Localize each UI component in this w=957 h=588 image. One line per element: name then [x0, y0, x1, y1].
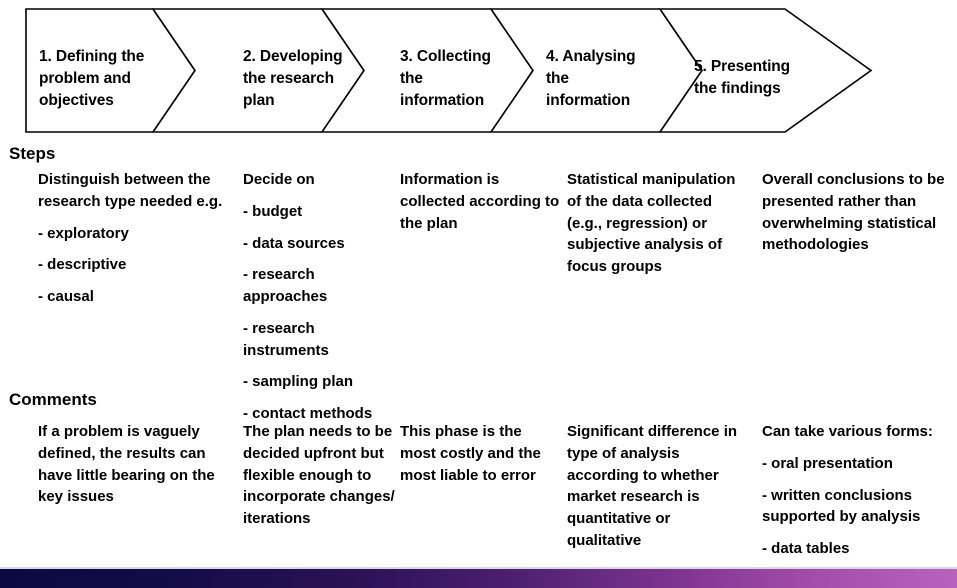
text-block: - data sources [243, 234, 345, 252]
text-block: - descriptive [38, 256, 127, 274]
text-block: Decide on [243, 171, 315, 188]
text-block: - oral presentation [762, 454, 893, 472]
text-block: - research approaches [243, 266, 328, 305]
text-block: - research instruments [243, 319, 329, 359]
steps-column-4: Statistical manipulation of the data col… [567, 169, 745, 278]
text-block: - data tables [762, 540, 850, 557]
text-block: - budget [243, 202, 303, 220]
text-block: - causal [38, 288, 94, 305]
text-block: The plan needs to be decided upfront but… [243, 423, 395, 527]
text-block: Can take various forms: [762, 423, 933, 440]
text-block: - contact methods [243, 405, 373, 422]
steps-column-3: Information is collected according to th… [400, 169, 560, 234]
comments-column-4: Significant difference in type of analys… [567, 421, 745, 552]
text-block: If a problem is vaguely defined, the res… [38, 423, 215, 506]
chevron-shape-5 [658, 8, 873, 133]
comments-column-3: This phase is the most costly and the mo… [400, 421, 560, 486]
chevron-shapes-svg [25, 8, 873, 133]
text-block: - sampling plan [243, 373, 354, 391]
comments-column-5: Can take various forms: - oral presentati… [762, 421, 957, 560]
steps-column-1: Distinguish between the research type ne… [38, 169, 234, 308]
text-block: Overall conclusions to be presented rath… [762, 171, 945, 254]
footer-hairline [0, 567, 957, 569]
section-heading-comments: Comments [9, 390, 97, 409]
comments-column-1: If a problem is vaguely defined, the res… [38, 421, 234, 508]
steps-column-5: Overall conclusions to be presented rath… [762, 169, 957, 256]
text-block: - exploratory [38, 224, 129, 242]
text-block: Significant difference in type of analys… [567, 423, 738, 549]
section-heading-steps: Steps [9, 144, 56, 163]
text-block: Distinguish between the research type ne… [38, 171, 223, 210]
text-block: - written conclusions supported by analy… [762, 486, 921, 526]
footer-gradient-bar [0, 569, 957, 588]
comments-column-2: The plan needs to be decided upfront but… [243, 421, 398, 530]
text-block: This phase is the most costly and the mo… [400, 423, 541, 484]
steps-column-2: Decide on - budget - data sources - researc… [243, 169, 398, 425]
text-block: Statistical manipulation of the data col… [567, 171, 736, 275]
text-block: Information is collected according to th… [400, 171, 560, 232]
